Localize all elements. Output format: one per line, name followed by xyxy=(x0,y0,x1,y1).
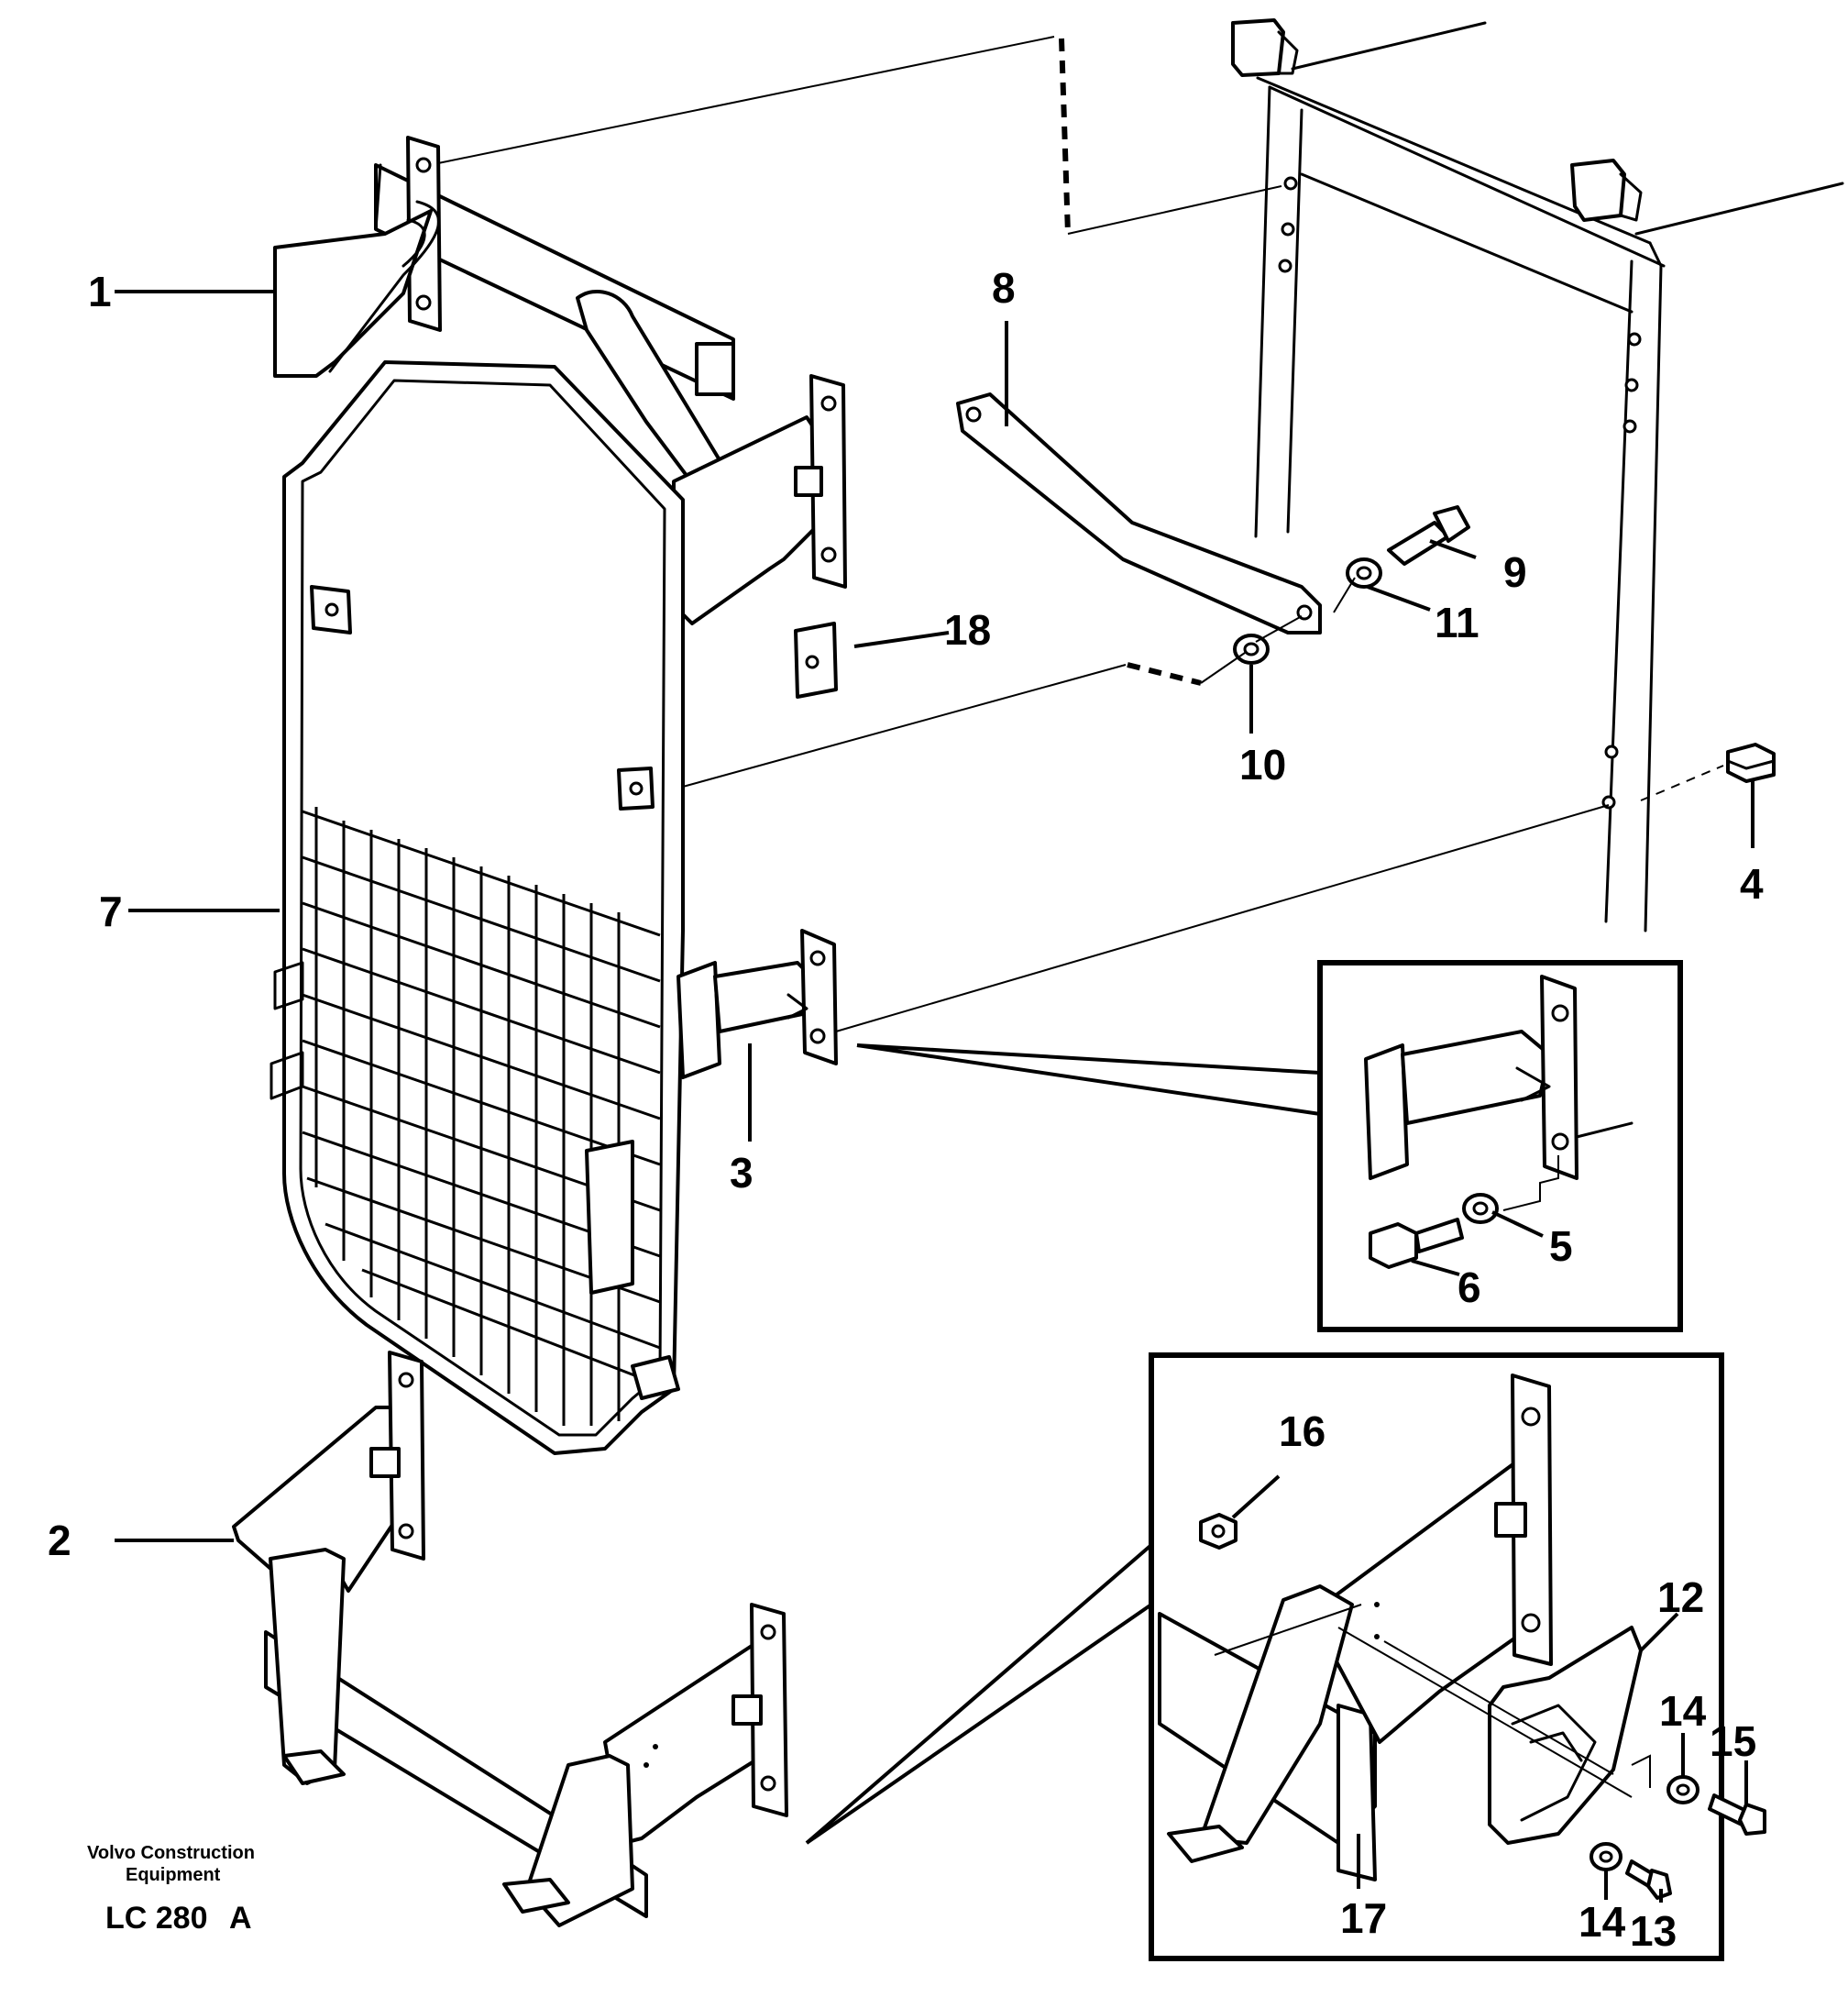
radiator-screen-7 xyxy=(270,360,685,1455)
strut-8 xyxy=(956,392,1322,634)
spacer-plate-18 xyxy=(794,622,838,699)
washer-11 xyxy=(1346,557,1382,589)
callout-7: 7 xyxy=(99,888,123,935)
callout-leaders xyxy=(115,290,1754,1903)
nut-4 xyxy=(1726,743,1776,783)
callout-12: 12 xyxy=(1657,1573,1704,1621)
drawing-revision: A xyxy=(229,1901,252,1936)
callout-2: 2 xyxy=(48,1517,72,1564)
bolt-9 xyxy=(1387,505,1470,566)
drawing-code: LC 280 xyxy=(105,1901,208,1936)
callout-9: 9 xyxy=(1503,548,1527,596)
callout-8: 8 xyxy=(992,264,1016,312)
bracket-3 xyxy=(676,929,838,1079)
callout-14-upper: 14 xyxy=(1659,1687,1707,1735)
callout-5: 5 xyxy=(1549,1222,1573,1270)
callout-labels: 1 2 3 4 5 6 7 8 9 10 11 12 13 14 14 15 1… xyxy=(48,264,1764,1955)
bottom-bracket-assembly xyxy=(232,1351,788,1927)
callout-17: 17 xyxy=(1340,1894,1387,1942)
detail-box-bracket xyxy=(1317,960,1683,1332)
radiator-frame xyxy=(1231,18,1844,932)
top-bracket-assembly xyxy=(273,136,847,625)
callout-13: 13 xyxy=(1630,1907,1677,1955)
company-name-line2: Equipment xyxy=(126,1865,221,1885)
callout-18: 18 xyxy=(944,606,991,654)
callout-15: 15 xyxy=(1710,1717,1756,1765)
detail-box-bottom-bracket xyxy=(1149,1352,1766,1961)
callout-6: 6 xyxy=(1458,1263,1481,1311)
bolt-6 xyxy=(1369,1218,1464,1269)
washer-14-upper xyxy=(1666,1775,1700,1804)
company-name-line1: Volvo Construction xyxy=(87,1843,255,1863)
callout-10: 10 xyxy=(1239,741,1286,789)
washer-10 xyxy=(1233,634,1270,665)
nut-16 xyxy=(1199,1513,1238,1550)
assembly-lines xyxy=(437,36,1724,1845)
bolt-13 xyxy=(1625,1859,1672,1900)
bolt-15 xyxy=(1708,1793,1766,1836)
washer-14-lower xyxy=(1590,1842,1622,1871)
drawing-footer: Volvo Construction Equipment LC 280 A xyxy=(87,1843,255,1936)
callout-16: 16 xyxy=(1279,1407,1326,1455)
washer-5 xyxy=(1462,1193,1499,1224)
callout-11: 11 xyxy=(1435,599,1480,646)
callout-3: 3 xyxy=(730,1149,754,1197)
callout-4: 4 xyxy=(1740,860,1764,908)
callout-14-lower: 14 xyxy=(1578,1898,1626,1946)
callout-1: 1 xyxy=(88,268,112,315)
